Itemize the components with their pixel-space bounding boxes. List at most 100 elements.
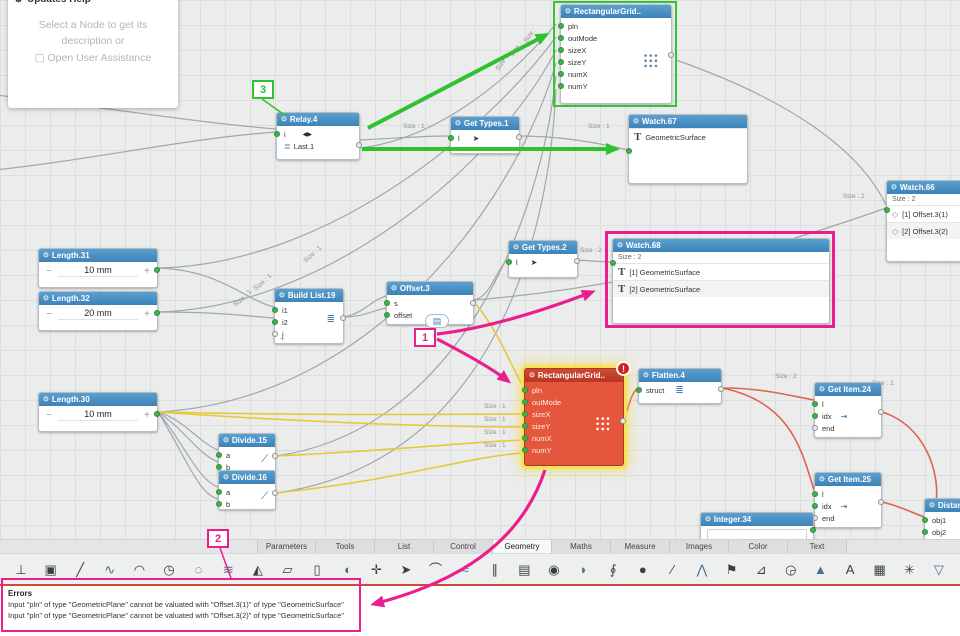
input-pin[interactable] xyxy=(558,47,564,53)
node-build-list19[interactable]: ⊙ Build List.19 i1 i2 i + ≣ xyxy=(272,288,346,344)
input-pin[interactable] xyxy=(610,260,616,266)
input-pin[interactable] xyxy=(522,447,528,453)
input-pin[interactable] xyxy=(558,71,564,77)
node-get-item25[interactable]: ⊙ Get Item.25 l idx⇥ end xyxy=(812,472,884,528)
port-numx[interactable]: numX xyxy=(522,432,623,444)
cylinder-icon[interactable]: ▯ xyxy=(313,561,321,577)
node-header[interactable]: ⊙ Offset.3 xyxy=(387,282,473,295)
tab-images[interactable]: Images xyxy=(670,540,729,553)
watch-row[interactable]: ◇ [1] Offset.3(1) xyxy=(887,205,960,222)
decrement-button[interactable]: − xyxy=(46,409,52,421)
slash-icon[interactable]: ∕ xyxy=(671,561,674,577)
spark-icon[interactable]: ✳ xyxy=(903,561,915,577)
output-pin[interactable] xyxy=(574,258,580,264)
eye-icon[interactable]: ⊙ xyxy=(455,120,461,127)
node-header[interactable]: ⊙ Divide.16 xyxy=(219,471,275,484)
node-flatten4[interactable]: ⊙ Flatten.4 struct ≣ xyxy=(636,368,724,404)
node-get-types2[interactable]: ⊙ Get Types.2 l ➤ xyxy=(506,240,580,278)
port-numy[interactable]: numY xyxy=(522,444,623,456)
tab-geometry[interactable]: Geometry xyxy=(493,540,552,553)
ellipse-icon[interactable]: ◖ xyxy=(342,561,351,577)
node-length30[interactable]: ⊙ Length.30 − 10 mm + xyxy=(38,392,160,432)
node-header[interactable]: ⊙ Build List.19 xyxy=(275,289,343,302)
node-length31[interactable]: ⊙ Length.31 − 10 mm + xyxy=(38,248,160,288)
node-relay4[interactable]: ⊙ Relay.4 i ◀▶ ≣ Last.1 xyxy=(274,112,362,160)
input-pin[interactable] xyxy=(812,503,818,509)
eye-icon[interactable]: ⊙ xyxy=(43,252,49,259)
input-pin[interactable] xyxy=(558,35,564,41)
watch-row[interactable]: T [1] GeometricSurface xyxy=(613,263,829,280)
port-sizex[interactable]: sizeX xyxy=(558,44,671,56)
length-value[interactable]: 20 mm xyxy=(58,308,138,320)
point-icon[interactable]: ● xyxy=(638,561,647,577)
port-i[interactable]: i xyxy=(272,328,343,340)
pin-icon[interactable]: ✛ xyxy=(370,561,382,577)
input-pin[interactable] xyxy=(522,399,528,405)
port-l[interactable]: l ➤ xyxy=(506,256,577,268)
node-watch66[interactable]: ⊙ Watch.66 Size : 2 ◇ [1] Offset.3(1) ◇ … xyxy=(884,180,960,262)
port-obj1[interactable]: obj1 xyxy=(922,514,960,526)
line-icon[interactable]: ╱ xyxy=(76,561,85,577)
loft-icon[interactable]: ≋ xyxy=(222,561,234,577)
output-pin[interactable] xyxy=(272,453,278,459)
input-pin[interactable] xyxy=(272,307,278,313)
output-pin[interactable] xyxy=(620,418,626,424)
eye-icon[interactable]: ⊙ xyxy=(529,372,535,379)
input-pin[interactable] xyxy=(216,489,222,495)
input-pin[interactable] xyxy=(384,300,390,306)
output-pin[interactable] xyxy=(154,310,160,316)
input-pin[interactable] xyxy=(272,331,278,337)
node-header[interactable]: ⊙ Get Types.1 xyxy=(451,117,519,130)
tab-measure[interactable]: Measure xyxy=(611,540,670,553)
input-pin[interactable] xyxy=(384,312,390,318)
node-header[interactable]: ⊙ Watch.67 xyxy=(629,115,747,128)
port-numx[interactable]: numX xyxy=(558,68,671,80)
tab-color[interactable]: Color xyxy=(729,540,788,553)
error-message[interactable]: Input "pln" of type "GeometricPlane" can… xyxy=(8,600,344,609)
input-pin[interactable] xyxy=(216,452,222,458)
node-watch68[interactable]: ⊙ Watch.68 Size : 2 T [1] GeometricSurfa… xyxy=(610,238,830,324)
node-header[interactable]: ⊙ Get Item.25 xyxy=(815,473,881,486)
output-pin[interactable] xyxy=(668,52,674,58)
port-pln[interactable]: pln xyxy=(558,20,671,32)
input-pin[interactable] xyxy=(522,423,528,429)
input-pin[interactable] xyxy=(558,83,564,89)
offset-preview-bubble[interactable]: ▤ xyxy=(425,314,449,328)
node-divide16[interactable]: ⊙ Divide.16 a b ∕ xyxy=(216,470,278,510)
integral-icon[interactable]: ∮ xyxy=(609,561,617,577)
port-idx[interactable]: idx⇥ xyxy=(812,410,881,422)
input-pin[interactable] xyxy=(558,23,564,29)
node-header[interactable]: ⊙ Relay.4 xyxy=(277,113,359,126)
watch-row[interactable]: T [2] GeometricSurface xyxy=(613,280,829,297)
error-badge-icon[interactable]: ! xyxy=(616,361,631,376)
node-header[interactable]: ⊙ Divide.15 xyxy=(219,434,275,447)
port-a[interactable]: a xyxy=(216,449,275,461)
increment-button[interactable]: + xyxy=(144,308,150,320)
length-value[interactable]: 10 mm xyxy=(58,265,138,277)
eye-icon[interactable]: ⊙ xyxy=(43,295,49,302)
relay-last-row[interactable]: ≣ Last.1 xyxy=(277,140,359,152)
dashed-circle-icon[interactable]: ◌ xyxy=(194,561,203,577)
input-pin[interactable] xyxy=(274,131,280,137)
arc-icon[interactable]: ◠ xyxy=(133,561,146,577)
node-divide15[interactable]: ⊙ Divide.15 a b ∕ xyxy=(216,433,278,473)
eye-icon[interactable]: ⊙ xyxy=(43,396,49,403)
node-header[interactable]: ⊙ Watch.66 xyxy=(887,181,960,194)
input-pin[interactable] xyxy=(922,517,928,523)
input-pin[interactable] xyxy=(922,529,928,535)
output-pin[interactable] xyxy=(154,411,160,417)
node-header[interactable]: ⊙ Length.30 xyxy=(39,393,157,406)
output-pin[interactable] xyxy=(272,490,278,496)
tab-tools[interactable]: Tools xyxy=(316,540,375,553)
eye-icon[interactable]: ⊙ xyxy=(633,118,639,125)
eye-icon[interactable]: ⊙ xyxy=(705,516,711,523)
port-outmode[interactable]: outMode xyxy=(522,396,623,408)
port-outmode[interactable]: outMode xyxy=(558,32,671,44)
node-rectangulargrid[interactable]: ⊙ RectangularGrid.. pln outMode sizeX si… xyxy=(558,4,674,104)
input-pin[interactable] xyxy=(522,435,528,441)
eye-icon[interactable]: ⊙ xyxy=(513,244,519,251)
output-pin[interactable] xyxy=(810,527,816,533)
eye-icon[interactable]: ⊙ xyxy=(643,372,649,379)
node-header[interactable]: ⊙ Distan xyxy=(925,499,960,512)
